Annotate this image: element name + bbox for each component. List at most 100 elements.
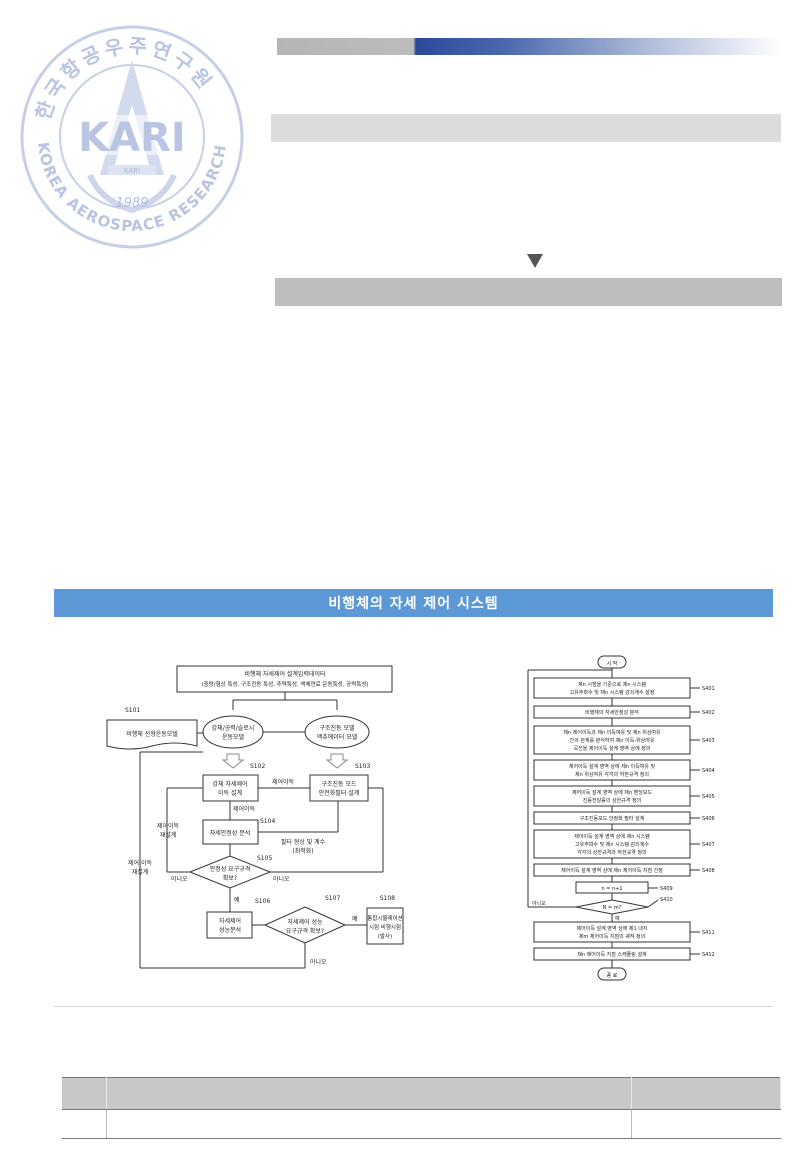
performance-analysis-line2: 성능분석 (219, 926, 241, 934)
performance-check-line1: 자세제어 성능 (287, 918, 323, 926)
gain-scheduling-flowchart: 시 작 제n 시점을 기준으로 제n 시스템 고유주파수 및 제n 시스템 감쇠… (527, 655, 715, 981)
s406-text: 구조진동모드 안정화 필터 설계 (580, 815, 645, 822)
integrated-sim-line2: 시험 비행시험 (369, 923, 401, 931)
stability-check-line1: 안정성 요구규격 (210, 865, 251, 873)
no-label-2: 아니오 (273, 875, 290, 883)
end-terminal: 종 료 (607, 973, 618, 979)
table-header-cell (631, 1077, 782, 1110)
label-s102: S102 (250, 763, 265, 770)
rigid-body-model-line2: 운동모델 (222, 733, 245, 741)
linear-motion-model: 비행체 선형운동모델 (126, 730, 178, 738)
s411-line2: 제m 제어이득 지점의 궤적 정의 (579, 933, 645, 940)
s404-line1: 제어이득 설계 영역 상에 제n 이득여유 및 (569, 763, 656, 770)
label-s401: S401 (702, 686, 715, 692)
s403-line1: 제n 제어이득과 제n 이득여유 및 제n 위상여유 (563, 729, 661, 736)
integrated-sim-line3: (발사) (378, 932, 392, 940)
seal-logo-text: KARI (78, 115, 186, 161)
no-label-right: 아니오 (532, 900, 546, 907)
yes-label-right: 예 (615, 915, 620, 922)
label-s107: S107 (325, 895, 340, 902)
s410-text: N = m? (603, 905, 622, 911)
stability-check-line2: 확보? (223, 874, 237, 882)
label-s407: S407 (702, 842, 715, 848)
s405-line2: 진동전달률의 상한규격 정의 (583, 797, 641, 804)
label-s404: S404 (702, 768, 715, 774)
gain-redesign-left-line2: 재설계 (132, 868, 149, 876)
no-label-3: 아니오 (310, 958, 327, 966)
label-s108: S108 (380, 895, 395, 902)
label-s103: S103 (355, 763, 370, 770)
kari-seal-logo: 한국항공우주연구원 KOREA AEROSPACE RESEARCH INSTI… (20, 25, 244, 249)
table-row (62, 1109, 781, 1139)
label-s410: S410 (660, 897, 673, 903)
label-s101: S101 (125, 707, 140, 714)
stabilizing-filter-line1: 구조진동 모드 (321, 780, 357, 788)
s412-text: 제n 제어이득 지점 스케쥴링 설계 (577, 951, 647, 958)
no-label-1: 아니오 (171, 875, 188, 883)
s402-text: 비행체의 자세안정성 분석 (585, 709, 639, 716)
yes-label-1: 예 (234, 896, 240, 904)
structural-model-line1: 구조진동 모델 (319, 724, 355, 732)
input-box-line1: 비행체 자세제어 설계입력데이터 (244, 670, 325, 678)
s401-line2: 고유주파수 및 제n 시스템 감쇠계수 설정 (570, 689, 655, 696)
label-s411: S411 (702, 930, 715, 936)
yes-label-2: 예 (352, 915, 358, 923)
table-header-row (62, 1077, 782, 1110)
performance-analysis-line1: 자세제어 (219, 917, 241, 925)
table-header-cell (62, 1077, 107, 1110)
attitude-control-design-flowchart: 비행체 자세제어 설계입력데이터 (중량/형상 특성, 구조진동 특성, 추력특… (106, 665, 404, 969)
control-gain-label-2: 제어이득 (233, 805, 256, 813)
label-s403: S403 (702, 738, 715, 744)
input-box-line2: (중량/형상 특성, 구조진동 특성, 추력특성, 액체연료 운동특성, 공력특… (201, 680, 368, 688)
s407-line1: 제어이득 설계 영역 상에 제n 시스템 (574, 833, 650, 840)
s405-line1: 제어이득 설계 영역 상에 제n 벤딩모드 (572, 789, 653, 796)
table-cell (630, 1109, 781, 1139)
info-table (62, 1077, 782, 1139)
label-s104: S104 (260, 818, 275, 825)
gain-redesign-line2: 재설계 (160, 831, 177, 839)
filter-shape-label-line2: (최적화) (292, 847, 313, 855)
down-arrow-icon (527, 254, 543, 268)
label-s405: S405 (702, 794, 715, 800)
label-s105: S105 (257, 855, 272, 862)
s403-line2: 간의 관계를 분석하여 제n 이득-위상여유 (570, 737, 655, 744)
stability-analysis: 자세안정성 분석 (210, 829, 251, 837)
section-title-banner: 비행체의 자세 제어 시스템 (54, 589, 773, 617)
s403-line3: 곡선을 제어이득 설계 영역 상에 정의 (574, 745, 651, 752)
structural-model-line2: 액츄에이터 모델 (317, 733, 358, 741)
start-terminal: 시 작 (607, 660, 618, 667)
section-title: 비행체의 자세 제어 시스템 (328, 596, 499, 612)
s411-line1: 제어이득 설계 영역 상에 제1 내지 (577, 925, 648, 932)
s407-line3: 각각의 상한규격과 하한규격 정의 (577, 849, 646, 856)
s409-text: n = n+1 (601, 886, 622, 892)
gain-redesign-line1: 제어이득 (157, 822, 180, 830)
table-cell (105, 1109, 632, 1139)
label-s409: S409 (660, 886, 673, 892)
gray-header-bar-2 (275, 278, 782, 306)
gain-redesign-left-line1: 제어 이득 (128, 859, 152, 867)
attitude-gain-design-line1: 강체 자세제어 (212, 780, 247, 788)
gray-header-bar-1 (271, 114, 781, 142)
table-cell (62, 1109, 107, 1139)
label-s408: S408 (702, 868, 715, 874)
label-s402: S402 (702, 710, 715, 716)
table-header-cell (106, 1077, 632, 1110)
s401-line1: 제n 시점을 기준으로 제n 시스템 (578, 681, 646, 688)
label-s412: S412 (702, 952, 715, 958)
control-gain-label: 제어이득 (272, 778, 295, 786)
integrated-sim-line1: 통합시뮬레이션 (367, 914, 402, 922)
s407-line2: 고유주파수 및 제n 시스템 감쇠계수 (575, 841, 649, 848)
s404-line2: 제n 위상여유 각각의 하한규격 정의 (575, 771, 649, 778)
stabilizing-filter-line2: 안전화필터 설계 (319, 789, 360, 797)
section-divider (54, 1006, 773, 1007)
s408-text: 제어이득 설계 영역 상에 제n 제어이득 지점 선정 (561, 867, 663, 874)
rigid-body-model-line1: 강체/공력/슬로시 (212, 724, 255, 732)
seal-year: 1989 (115, 196, 148, 211)
seal-ribbon-text: KARI (124, 167, 140, 175)
filter-shape-label-line1: 필터 형상 및 계수 (281, 838, 326, 846)
header-gradient-bar (277, 38, 782, 55)
attitude-gain-design-line2: 이득 설계 (218, 789, 242, 797)
label-s106: S106 (255, 898, 270, 905)
label-s406: S406 (702, 816, 715, 822)
performance-check-line2: 요구규격 확보? (286, 927, 324, 935)
